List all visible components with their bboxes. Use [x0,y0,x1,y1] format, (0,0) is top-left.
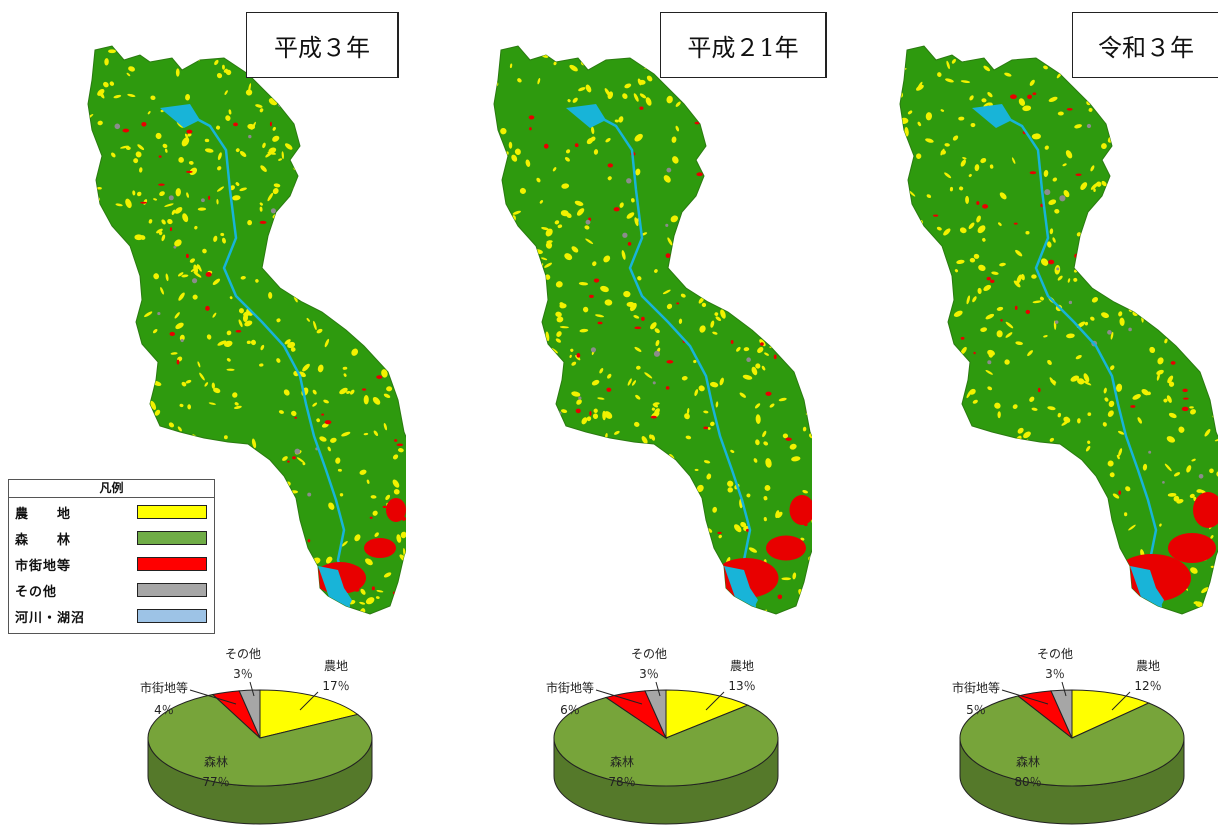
leader-line [595,689,643,705]
pie-label-farmland: 農地 [324,659,348,673]
legend-swatch-urban [137,557,207,571]
pie-label-farmland: 農地 [730,659,754,673]
pie-label-urban: 市街地等 [140,680,188,695]
legend-item-farmland: 農 地 [9,498,214,524]
leader-line [1001,689,1049,705]
legend-item-other: その他 [9,576,214,602]
legend-swatch-forest [137,531,207,545]
leader-line [189,689,237,705]
legend-swatch-other [137,583,207,597]
legend-swatch-water [137,609,207,623]
pie-value-forest: 80％ [1014,775,1041,789]
pie-label-urban: 市街地等 [546,680,594,695]
legend-item-forest: 森 林 [9,524,214,550]
panel-heisei-3: 平成３年 凡例 農 地 森 林 市街地等 その他 河川・湖沼 農地 17％ その他 3… [0,0,406,832]
leader-line [655,681,661,697]
pie-value-urban: 5％ [966,703,986,717]
pie-slice-farmland [259,689,359,739]
leader-line [1061,681,1067,697]
pie-value-other: 3％ [1045,667,1065,681]
legend-label: 農 地 [15,507,72,522]
legend-label: 森 林 [15,533,72,548]
pie-slice-forest [147,693,373,787]
leader-line [705,691,725,711]
map-legend: 凡例 農 地 森 林 市街地等 その他 河川・湖沼 [8,479,215,634]
pie-value-farmland: 12％ [1134,679,1161,693]
pie-value-urban: 4％ [154,703,174,717]
pie-label-other: その他 [631,647,667,661]
legend-label: 市街地等 [15,559,72,574]
land-use-map [87,45,406,615]
panel-heisei-21: 平成２1年 農地 13％ その他 3％ 市街地等 6％ 森林 78％ [406,0,827,832]
map-region [493,45,812,615]
pie-label-other: その他 [1037,647,1073,661]
pie-slice-farmland [665,689,749,739]
pie-label-other: その他 [225,647,261,661]
legend-label: 河川・湖沼 [15,611,86,626]
pie-value-forest: 78％ [608,775,635,789]
legend-label: その他 [15,585,58,600]
pie-value-forest: 77％ [202,775,229,789]
leader-line [1111,691,1131,711]
pie-slice-forest [959,695,1185,787]
year-title: 令和３年 [1072,12,1218,78]
legend-item-water: 河川・湖沼 [9,602,214,628]
land-use-pie-chart: 農地 13％ その他 3％ 市街地等 6％ 森林 78％ [546,647,779,825]
land-use-map [493,45,812,615]
pie-value-other: 3％ [233,667,253,681]
land-use-pie-chart: 農地 12％ その他 3％ 市街地等 5％ 森林 80％ [952,647,1185,825]
leader-line [249,681,255,697]
pie-slice-other [1050,689,1073,739]
legend-title: 凡例 [9,480,214,498]
pie-label-farmland: 農地 [1136,659,1160,673]
legend-item-urban: 市街地等 [9,550,214,576]
pie-label-forest: 森林 [204,754,228,769]
pie-value-farmland: 13％ [728,679,755,693]
pie-slice-other [238,689,261,739]
pie-slice-forest [553,696,779,787]
pie-label-forest: 森林 [1016,754,1040,769]
map-region [899,45,1218,615]
land-use-map [899,45,1218,615]
pie-value-farmland: 17％ [322,679,349,693]
pie-slice-other [644,689,667,739]
legend-swatch-farmland [137,505,207,519]
land-use-pie-chart: 農地 17％ その他 3％ 市街地等 4％ 森林 77％ [140,647,373,825]
pie-value-urban: 6％ [560,703,580,717]
year-title: 平成２1年 [660,12,827,78]
panel-reiwa-3: 令和３年 農地 12％ その他 3％ 市街地等 5％ 森林 80％ [812,0,1218,832]
year-title: 平成３年 [246,12,399,78]
pie-label-forest: 森林 [610,754,634,769]
pie-value-other: 3％ [639,667,659,681]
pie-label-urban: 市街地等 [952,680,1000,695]
leader-line [299,691,319,711]
pie-slice-farmland [1071,689,1150,739]
